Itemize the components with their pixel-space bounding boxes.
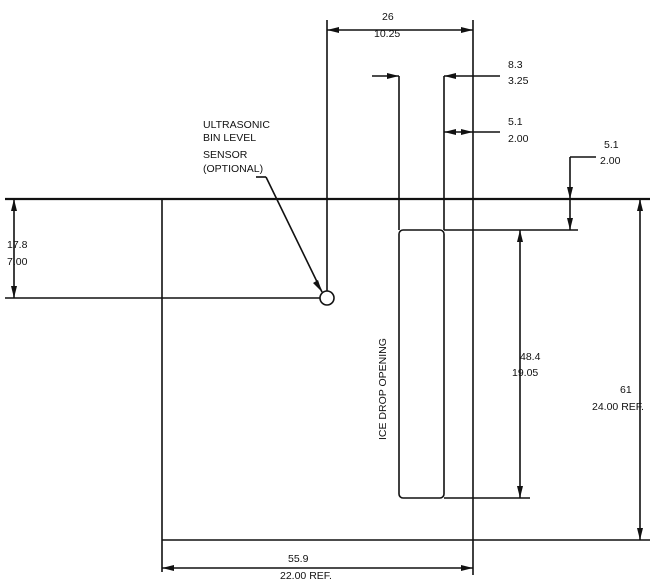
dim-top-width-imperial: 10.25: [374, 28, 400, 40]
dim-sensor-depth: 17.8 7.00: [5, 199, 320, 299]
dim-sensor-depth-metric: 17.8: [7, 239, 28, 251]
dim-overall-width-metric: 55.9: [288, 553, 309, 565]
dim-sensor-depth-imperial: 7.00: [7, 256, 28, 268]
sensor-label-line4: (OPTIONAL): [203, 163, 263, 175]
dim-overall-width: 55.9 22.00 REF.: [162, 553, 473, 582]
dim-right-gap-imperial: 3.25: [508, 75, 529, 87]
sensor-circle: [319, 290, 335, 306]
dim-inner-gap-metric: 5.1: [508, 116, 523, 128]
dim-top-offset: 5.1 2.00: [444, 139, 621, 231]
dim-top-width-metric: 26: [382, 11, 394, 23]
dim-inner-gap: 5.1 2.00: [444, 116, 529, 145]
dim-top-width: 26 10.25: [326, 11, 474, 575]
dim-opening-height-imperial: 19.05: [512, 367, 538, 379]
dim-right-gap: 8.3 3.25: [372, 59, 529, 230]
sensor-callout: ULTRASONIC BIN LEVEL SENSOR (OPTIONAL): [203, 119, 323, 293]
dim-top-offset-imperial: 2.00: [600, 155, 621, 167]
sensor-label-line2: BIN LEVEL: [203, 132, 256, 144]
ice-drop-label: ICE DROP OPENING: [377, 338, 389, 440]
dim-overall-height-metric: 61: [620, 384, 632, 396]
sensor-label-line1: ULTRASONIC: [203, 119, 270, 131]
dim-opening-height: 48.4 19.05: [444, 230, 541, 499]
dim-overall-height-imperial: 24.00 REF.: [592, 401, 644, 413]
dim-inner-gap-imperial: 2.00: [508, 133, 529, 145]
dim-top-offset-metric: 5.1: [604, 139, 619, 151]
sensor-label-line3: SENSOR: [203, 149, 248, 161]
dim-overall-width-imperial: 22.00 REF.: [280, 570, 332, 582]
ice-drop-opening: [398, 229, 445, 499]
dim-overall-height: 61 24.00 REF.: [592, 199, 644, 540]
dim-opening-height-metric: 48.4: [520, 351, 541, 363]
dim-right-gap-metric: 8.3: [508, 59, 523, 71]
